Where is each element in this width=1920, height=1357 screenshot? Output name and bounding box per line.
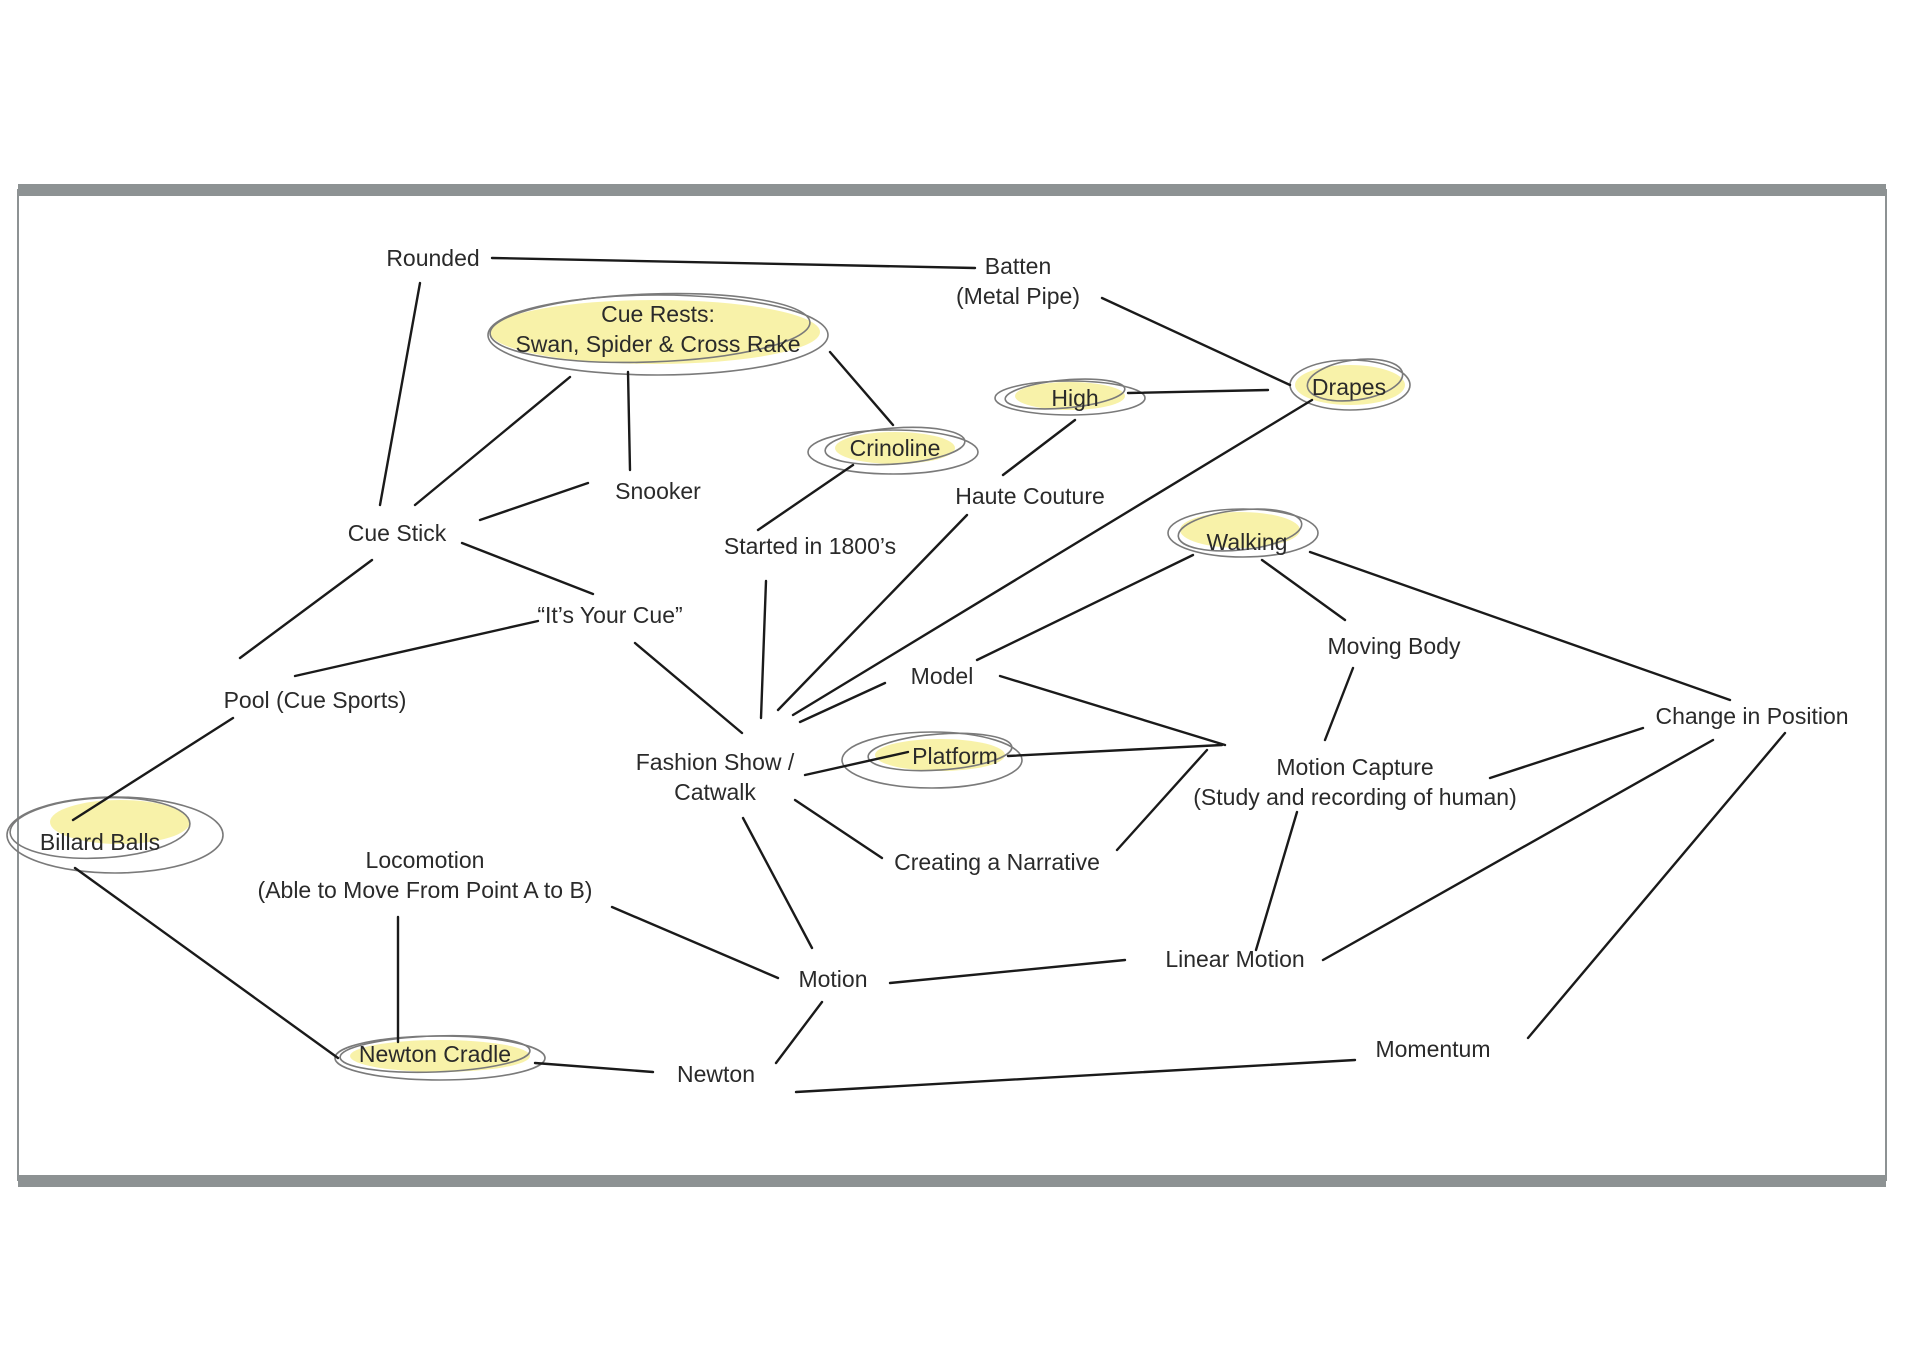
edge-fashion-show-narrative [793,798,884,860]
edge-narrative-motion-capture [1115,748,1209,852]
edge-haute-couture-fashion-show [776,513,969,712]
edge-walking-model [975,553,1195,662]
node-platform: Platform [912,743,998,769]
node-batten-sub: (Metal Pipe) [956,283,1080,309]
cue-rests-highlight [487,292,829,376]
node-haute-couture: Haute Couture [955,483,1105,509]
edge-fashion-show-motion [741,816,814,950]
edge-started-fashion-show [759,579,768,720]
newton-cradle-highlight [334,1034,546,1081]
crinoline-highlight [807,426,979,475]
node-moving-body: Moving Body [1328,633,1461,659]
node-change-in-position: Change in Position [1655,703,1848,729]
node-motion-capture: Motion Capture [1276,754,1433,780]
edge-newton-cradle-newton [533,1061,655,1074]
node-momentum: Momentum [1375,1036,1490,1062]
node-fashion-show: Fashion Show / [636,749,795,775]
node-locomotion-sub: (Able to Move From Point A to B) [258,877,593,903]
edge-rounded-batten [490,256,977,270]
node-newton-cradle: Newton Cradle [359,1041,511,1067]
node-fashion-show-sub: Catwalk [674,779,756,805]
node-cue-rests-sub: Swan, Spider & Cross Rake [515,331,800,357]
diagram-frame [17,184,1887,1187]
node-walking: Walking [1207,529,1288,555]
highlights [6,292,1411,1081]
edge-cue-stick-pool [238,558,374,660]
edge-crinoline-started [756,463,855,532]
drapes-highlight [1289,358,1411,411]
edge-platform-motion-capture [1006,743,1224,758]
node-its-your-cue: “It’s Your Cue” [537,602,682,628]
edge-walking-moving-body [1260,558,1347,622]
frame-border [17,189,1887,1181]
edge-model-fashion-show [798,681,887,724]
edge-high-drapes [1126,388,1270,395]
edge-cue-rests-crinoline [828,350,895,427]
edge-cue-stick-its-your-cue [460,541,595,596]
edge-motion-linear-motion [888,958,1127,985]
node-creating-narrative: Creating a Narrative [894,849,1100,875]
edge-newton-momentum [794,1058,1357,1094]
node-snooker: Snooker [615,478,701,504]
edge-batten-drapes [1100,296,1292,387]
edge-pool-billard-balls [71,716,235,822]
edge-drapes-fashion-show [791,398,1314,717]
edge-its-your-cue-pool [293,619,540,678]
edge-motion-newton [774,1000,824,1065]
edge-rounded-cue-stick [378,281,422,507]
node-billard-balls: Billard Balls [40,829,160,855]
high-highlight [994,378,1146,416]
node-motion-capture-sub: (Study and recording of human) [1193,784,1516,810]
node-started-1800s: Started in 1800’s [724,533,896,559]
node-drapes: Drapes [1312,374,1386,400]
edge-walking-change-position [1308,550,1732,702]
node-linear-motion: Linear Motion [1165,946,1304,972]
edge-motion-capture-linear-motion [1254,810,1299,952]
node-newton: Newton [677,1061,755,1087]
walking-highlight [1167,508,1319,558]
edge-high-haute-couture [1001,418,1077,477]
edge-its-your-cue-fashion-show [633,641,744,735]
node-locomotion: Locomotion [366,847,485,873]
edge-moving-body-motion-capture [1323,666,1355,742]
node-crinoline: Crinoline [850,435,941,461]
edge-change-position-momentum [1526,731,1787,1040]
edge-change-position-linear-motion [1321,738,1715,962]
edges [71,256,1787,1094]
platform-highlight [841,731,1023,789]
node-pool: Pool (Cue Sports) [224,687,407,713]
node-cue-rests: Cue Rests: [601,301,715,327]
node-model: Model [911,663,974,689]
nodes: Rounded Batten (Metal Pipe) Cue Rests: S… [40,245,1849,1087]
node-rounded: Rounded [386,245,479,271]
node-high: High [1051,385,1098,411]
node-motion: Motion [798,966,867,992]
edge-billard-balls-newton-cradle [73,866,340,1060]
edge-fashion-show-platform [803,750,910,777]
edge-locomotion-motion [610,905,780,980]
edge-cue-rests-cue-stick [413,375,572,507]
node-batten: Batten [985,253,1052,279]
edge-change-position-motion-capture [1488,726,1645,780]
node-cue-stick: Cue Stick [348,520,447,546]
edge-cue-rests-snooker [626,370,632,472]
edge-model-motion-capture [998,674,1227,747]
edge-snooker-cue-stick [478,481,590,522]
